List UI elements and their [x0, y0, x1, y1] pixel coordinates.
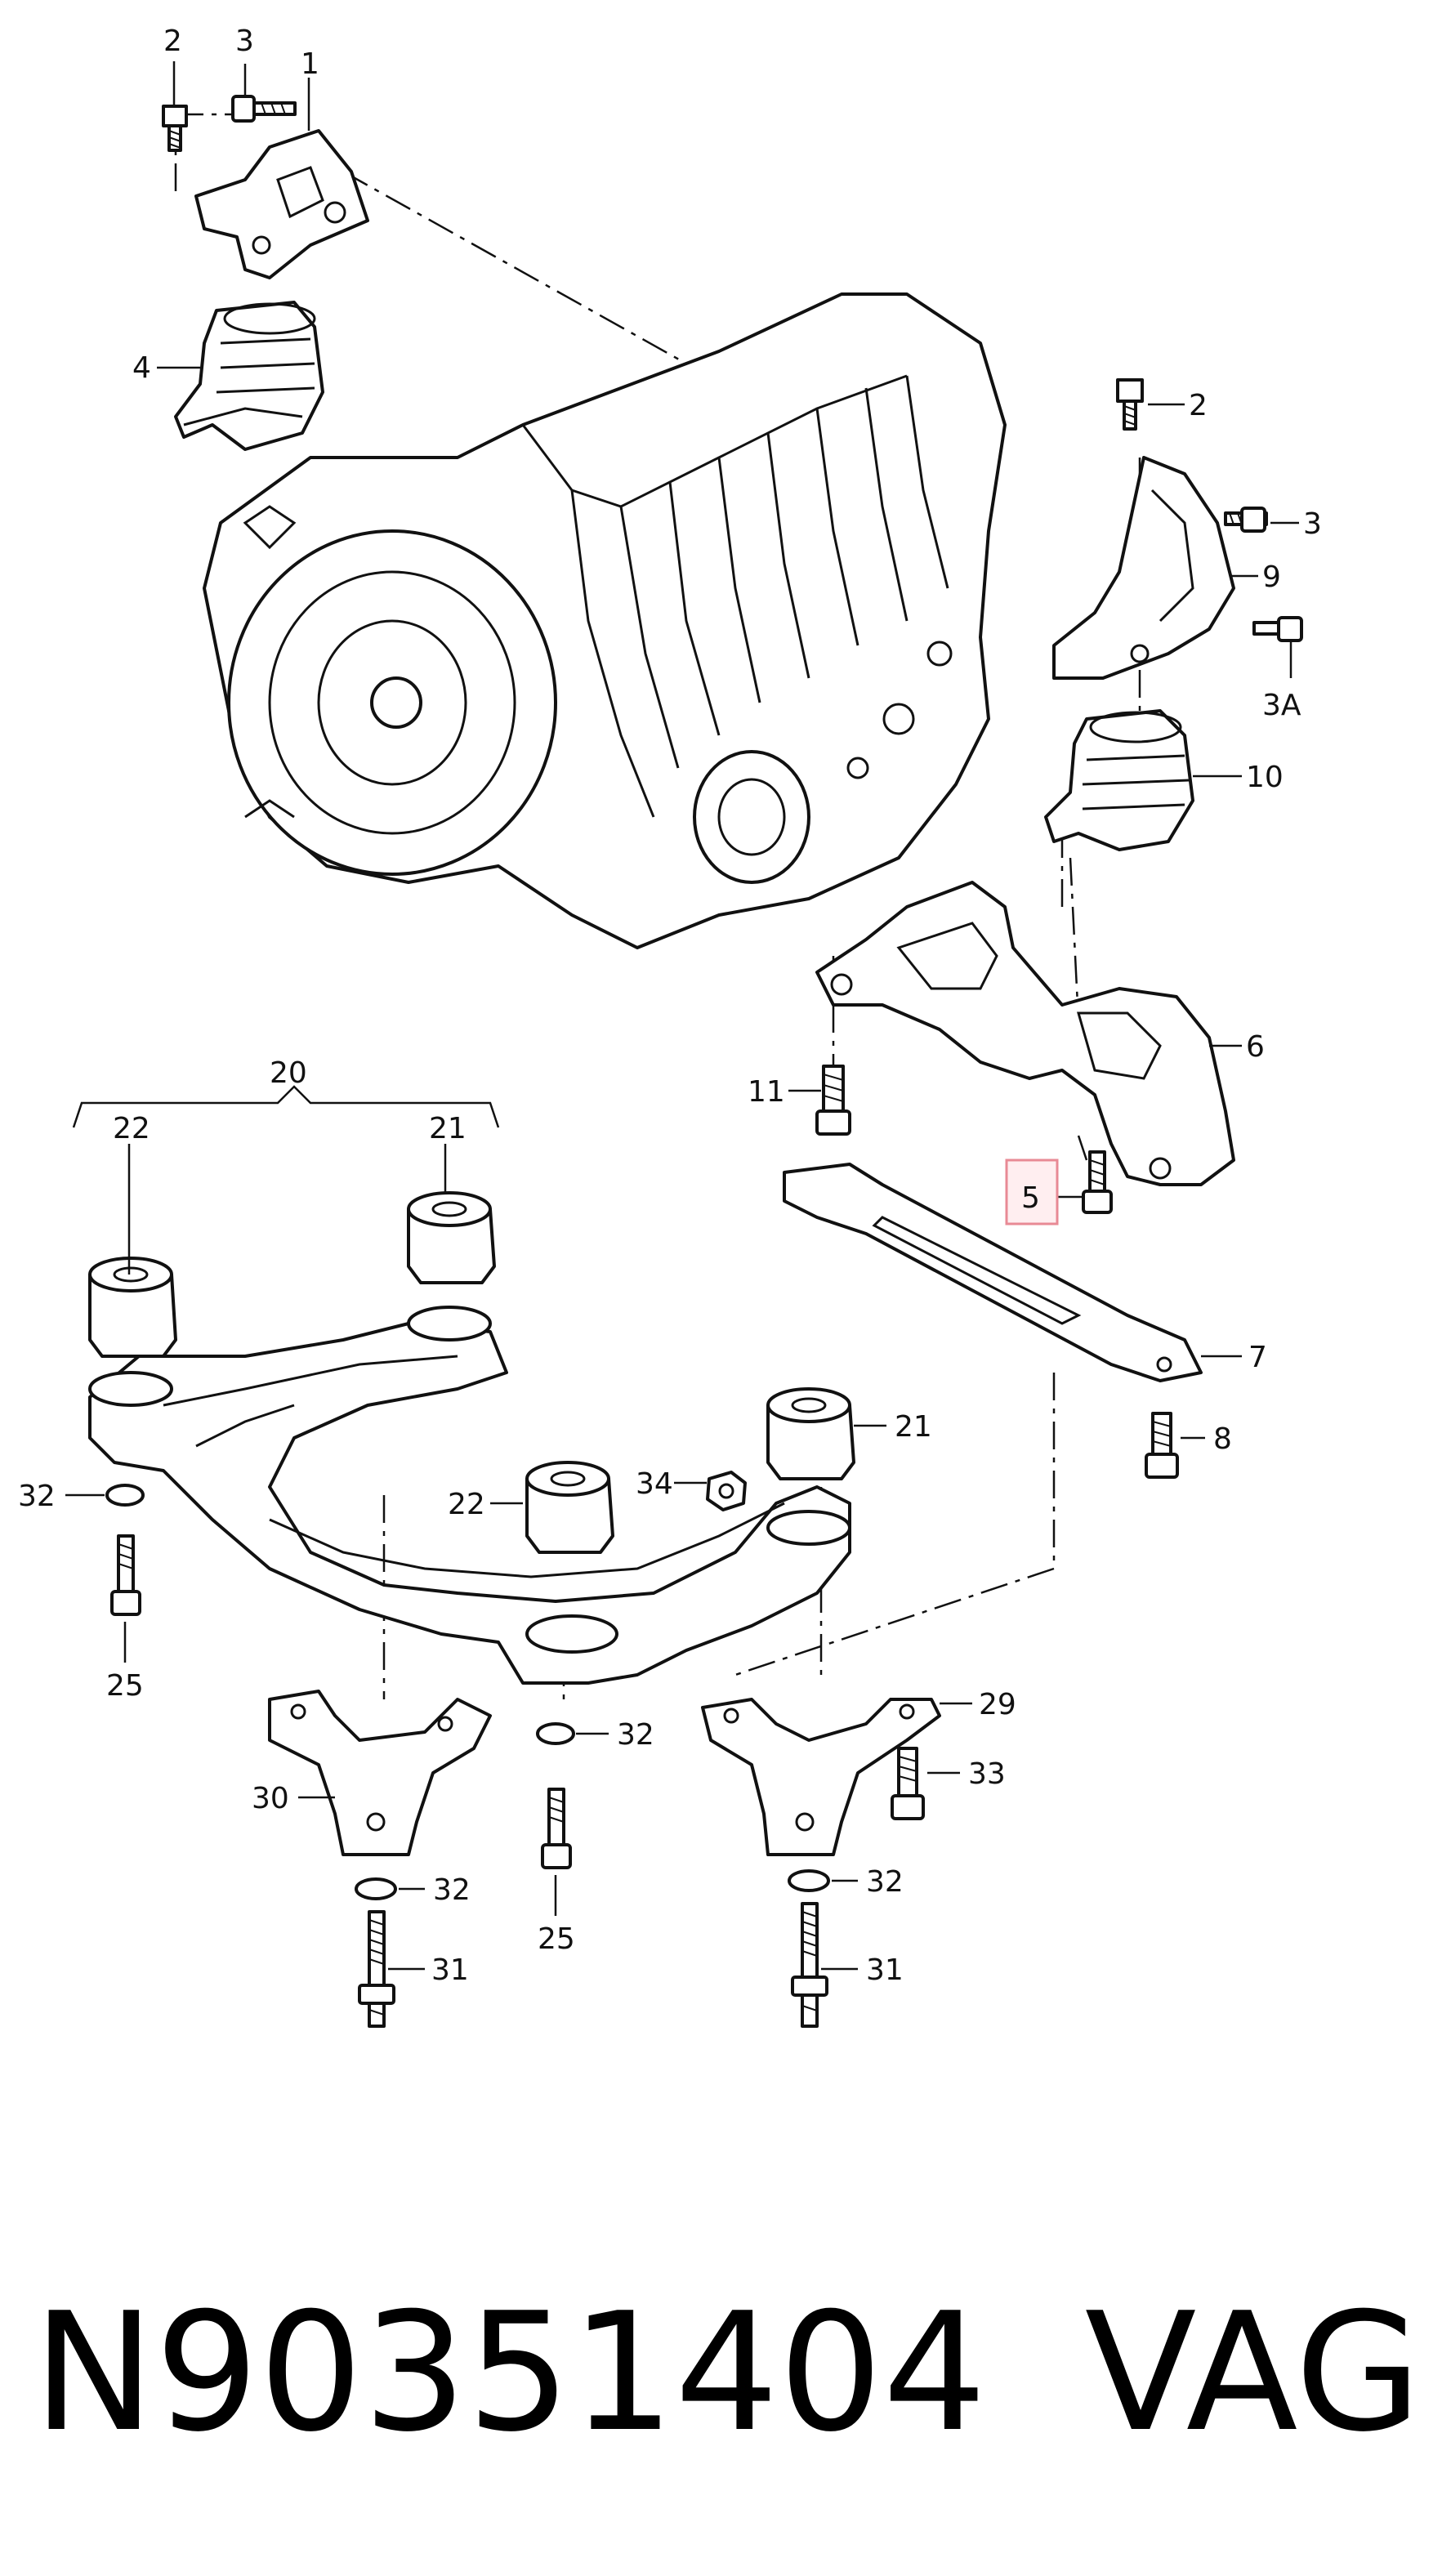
callout-3: 3: [1303, 507, 1322, 541]
callout-labels: 1 2 3 4 2 3 9 3A 10 6 11 5 7 8 20 22 21 …: [18, 25, 1322, 1987]
callout-3: 3: [235, 25, 254, 58]
subframe-sleeves: [88, 1306, 851, 1654]
bushing-22-left: [88, 1257, 177, 1358]
callout-4: 4: [132, 351, 151, 385]
bolt-2-top-right: [1116, 378, 1144, 431]
callout-32: 32: [866, 1865, 904, 1899]
callout-29: 29: [979, 1688, 1016, 1721]
callout-5: 5: [1021, 1181, 1040, 1215]
washers-32: [105, 1484, 830, 1900]
stud-31-right: [791, 1902, 828, 2028]
bracket-29: [701, 1698, 941, 1856]
bushing-21-left: [407, 1191, 496, 1284]
callout-32: 32: [617, 1718, 654, 1752]
bolt-8: [1145, 1412, 1179, 1479]
callout-33: 33: [968, 1757, 1006, 1791]
callout-9: 9: [1262, 560, 1281, 594]
bolt-3A-right: [1252, 616, 1303, 642]
subframe-20-bracket: [72, 1085, 500, 1128]
callout-8: 8: [1213, 1422, 1232, 1456]
strut-7: [783, 1163, 1203, 1382]
stud-31-left: [358, 1910, 395, 2028]
callout-2: 2: [1189, 389, 1208, 422]
callout-3A: 3A: [1262, 689, 1301, 722]
bushing-22-center: [525, 1461, 614, 1554]
highlight-box-5: [1005, 1159, 1059, 1225]
subframe: [88, 1322, 851, 1685]
callout-1: 1: [301, 47, 319, 81]
callout-31: 31: [431, 1953, 469, 1987]
callout-7: 7: [1248, 1341, 1267, 1374]
bracket-30: [268, 1690, 492, 1856]
callout-10: 10: [1246, 761, 1284, 794]
brand-name: VAG: [1084, 2278, 1422, 2468]
engine-mount-4: [174, 301, 324, 451]
bolt-3-right: [1224, 507, 1268, 533]
bolt-25-left: [110, 1534, 141, 1616]
engine-mount-10: [1044, 709, 1194, 851]
bushing-21-right: [766, 1387, 855, 1480]
bolt-3-top-left: [231, 95, 297, 123]
callout-31: 31: [866, 1953, 904, 1987]
callout-22: 22: [113, 1112, 150, 1145]
bolt-5: [1082, 1150, 1113, 1214]
callout-25: 25: [106, 1669, 144, 1703]
callout-21: 21: [429, 1112, 467, 1145]
part-number: N90351404: [33, 2278, 987, 2468]
engine-bracket-1: [194, 129, 369, 279]
leader-lines: [65, 61, 1299, 1971]
callout-32: 32: [18, 1480, 56, 1513]
callout-32: 32: [433, 1873, 471, 1907]
nut-34: [706, 1471, 747, 1511]
callout-6: 6: [1246, 1030, 1265, 1064]
callout-25: 25: [538, 1922, 575, 1956]
callout-2: 2: [163, 25, 182, 58]
callout-11: 11: [748, 1075, 785, 1109]
callout-21: 21: [895, 1410, 932, 1444]
callout-30: 30: [252, 1782, 289, 1815]
bolt-25-center: [541, 1788, 572, 1869]
bolt-2-top-left: [162, 105, 188, 152]
callout-22: 22: [448, 1488, 485, 1521]
crossmember-6: [815, 881, 1235, 1186]
callout-34: 34: [636, 1467, 673, 1501]
parts-diagram: 1 2 3 4 2 3 9 3A 10 6 11 5 7 8 20 22 21 …: [18, 25, 1322, 2028]
bolt-33: [891, 1747, 925, 1820]
bracket-9: [1052, 456, 1235, 680]
transmission-housing: [203, 292, 1007, 949]
callout-20: 20: [270, 1056, 307, 1090]
bolt-11: [815, 1065, 851, 1136]
caption: N90351404 VAG: [33, 2271, 1422, 2476]
